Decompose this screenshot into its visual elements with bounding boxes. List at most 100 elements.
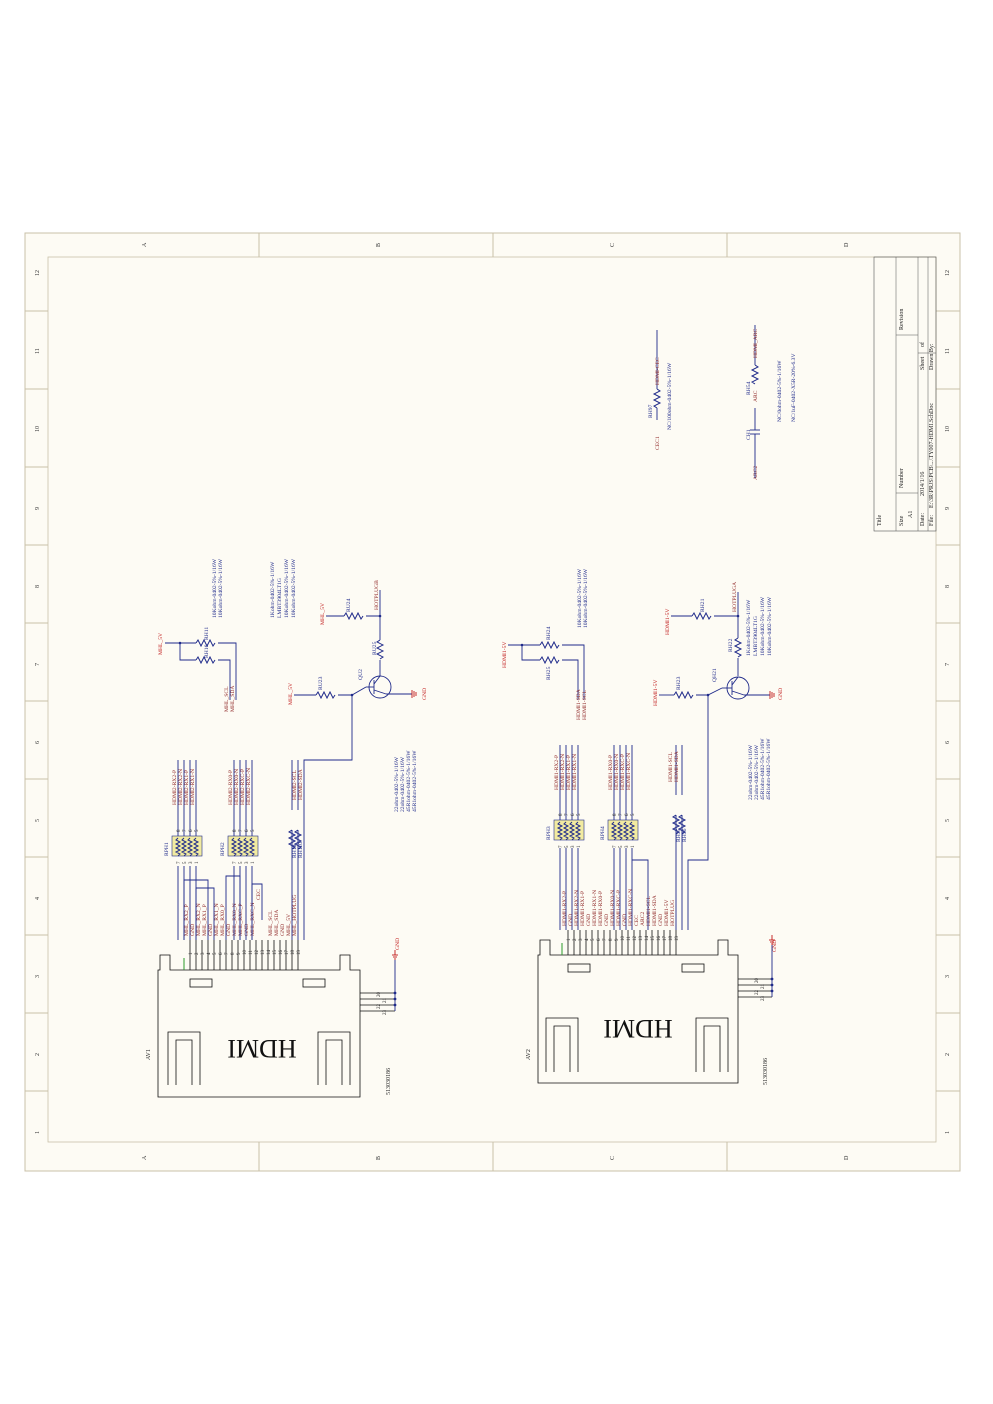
value-text: 45R1ohm-0402-5%-1/16W <box>766 738 772 800</box>
av1-body-text: HDMI <box>227 1034 296 1063</box>
av2-pin: 7 <box>603 938 608 941</box>
zone-row-label: 9 <box>35 507 41 510</box>
zone-row-labels: 12 11 10 9 8 7 6 5 4 3 2 1 12 11 10 9 8 … <box>35 270 951 1134</box>
av2-pin: 18 <box>669 936 674 942</box>
av2-shield-pin: 21 <box>761 984 766 990</box>
av2-pin: 1 <box>567 938 572 941</box>
rph3-pin: 7 <box>559 845 564 848</box>
av1-pin: 10 <box>243 950 248 956</box>
av2-shield-pin: 23 <box>761 996 766 1002</box>
net-arc: ARC <box>753 390 759 402</box>
net-hdmi1-sda: HDMI1-SDA <box>674 751 680 782</box>
av2-net: GND <box>568 914 574 926</box>
zone-row-label: 7 <box>945 663 951 666</box>
rph2-pin: 7 <box>233 861 238 864</box>
rph1-net: HDMI2-RX1-P <box>184 770 190 805</box>
av2-pin: 17 <box>663 936 668 942</box>
zone-col-a-bottom: A <box>142 1155 148 1160</box>
zone-col-c-top: C <box>610 243 616 247</box>
zone-col-b-bottom: B <box>376 1156 382 1160</box>
rph2-pin: 6 <box>245 829 250 832</box>
date-label: Date: <box>920 513 926 526</box>
av2-net: ARC2 <box>640 911 646 926</box>
av2-pin: 12 <box>633 936 638 942</box>
rh110-label: RH110 <box>298 842 304 858</box>
rph2-net: HDMI2-RX0-P <box>228 770 234 805</box>
connector-av2: HDMI AV2 513030186 20 21 22 23 GND <box>526 935 778 1085</box>
value-text: LMBT3904LT1G <box>277 578 283 618</box>
av1-pin: 18 <box>291 950 296 956</box>
av1-net: MHL_RXC_P <box>238 903 244 936</box>
av1-net: MHL_RX0_N <box>232 903 238 936</box>
net-hdmi2-scl: HDMI2-SCL <box>292 770 298 800</box>
rph3-pin: 1 <box>577 845 582 848</box>
value-text: LMBT3904LT1G <box>753 616 759 656</box>
left-hotplug-wire <box>303 695 353 940</box>
av1-net: MHL_RX2_P <box>184 904 190 936</box>
av1-shield-pin: 23 <box>383 1010 388 1016</box>
av2-pin: 6 <box>597 938 602 941</box>
rph4-pin: 5 <box>619 845 624 848</box>
npn-transistor-icon <box>366 675 392 699</box>
size-label: Size <box>899 515 905 526</box>
av1-pin: 7 <box>225 952 230 955</box>
right-gnd-label: GND <box>778 688 784 700</box>
zone-column-labels: A B C D A B C D <box>142 242 850 1160</box>
resistor-pack-rph1: RPH1 8 7 6 5 7 5 3 1 HDMI2-RX2-P HDMI2-R… <box>164 760 215 940</box>
av1-net: MHL_RX1_N <box>214 903 220 936</box>
ground-icon <box>411 690 417 698</box>
rph3-net: HDMI1-RX2-N <box>560 754 566 790</box>
rph4-net: HDMI1-RX0-N <box>614 754 620 790</box>
zone-col-c-bottom: C <box>610 1156 616 1160</box>
av2-pin: 15 <box>651 936 656 942</box>
av2-shield-pin: 20 <box>755 978 760 984</box>
av1-shield-pin: 22 <box>377 1004 382 1010</box>
av2-shield-pin: 22 <box>755 990 760 996</box>
file-value: E:\3R\PRJS\PCB\...\TY007-HDMI.SchDoc <box>929 403 935 508</box>
net-hdmi1-sda-2: HDMI1-SDA <box>576 689 582 720</box>
av1-net: MHL_RX2_N <box>196 903 202 936</box>
av2-gnd-label: GND <box>772 940 778 952</box>
rph4-pin: 3 <box>625 845 630 848</box>
av2-net: HDMI1-RX1-P <box>580 891 586 926</box>
av1-pin: 12 <box>255 950 260 956</box>
av1-pin: 5 <box>213 952 218 955</box>
av2-part-number: 513030186 <box>763 1058 769 1085</box>
zone-row-label: 2 <box>945 1053 951 1056</box>
av2-net: GND <box>622 914 628 926</box>
rph4-pin: 5 <box>631 813 636 816</box>
rph1-pin: 7 <box>183 829 188 832</box>
power-mhl-5v: MHL_5V <box>158 633 164 655</box>
right-rpack-values: 22ohm-0402-5%-1/16W 22ohm-0402-5%-1/16W … <box>748 738 772 800</box>
zone-row-label: 8 <box>35 585 41 588</box>
av2-net: HDMI1-RX2-P <box>562 891 568 926</box>
av1-pin: 3 <box>201 952 206 955</box>
zone-row-label: 12 <box>945 270 951 276</box>
rph4-pin: 1 <box>631 845 636 848</box>
av1-part-number: 513030186 <box>386 1068 392 1095</box>
of-label: of <box>919 342 926 347</box>
power-hdmi1-5v-3: HDMI1-5V <box>653 680 659 706</box>
rph2-pin: 7 <box>239 829 244 832</box>
av2-net: HDMI1-RX0-P <box>598 891 604 926</box>
net-hdmi-arc: HDMI_ARC <box>753 329 759 358</box>
av1-pin: 17 <box>285 950 290 956</box>
av2-net: HDMI1-SCL <box>646 896 652 926</box>
av2-net: HDMI1-RX2-N <box>574 890 580 926</box>
av1-pin: 4 <box>207 952 212 955</box>
av2-pin: 14 <box>645 936 650 942</box>
number-label: Number <box>899 468 905 488</box>
zone-row-label: 9 <box>945 507 951 510</box>
rph4-pin: 8 <box>613 813 618 816</box>
rph2-net: HDMI2-RX0-N <box>234 769 240 805</box>
av1-pin: 14 <box>267 950 272 956</box>
title-block: Title Size A1 Number Revision Date: 2014… <box>873 256 937 532</box>
rph1-pin: 1 <box>195 861 200 864</box>
rph1-net: HDMI2-RX2-P <box>172 770 178 805</box>
file-label: File: <box>929 515 935 526</box>
zone-row-label: 2 <box>35 1053 41 1056</box>
rph1-designator: RPH1 <box>164 842 170 856</box>
ru23-label: RU23 <box>318 676 324 690</box>
rh11-label: RH11 <box>204 627 210 640</box>
rph2-pin: 1 <box>251 861 256 864</box>
